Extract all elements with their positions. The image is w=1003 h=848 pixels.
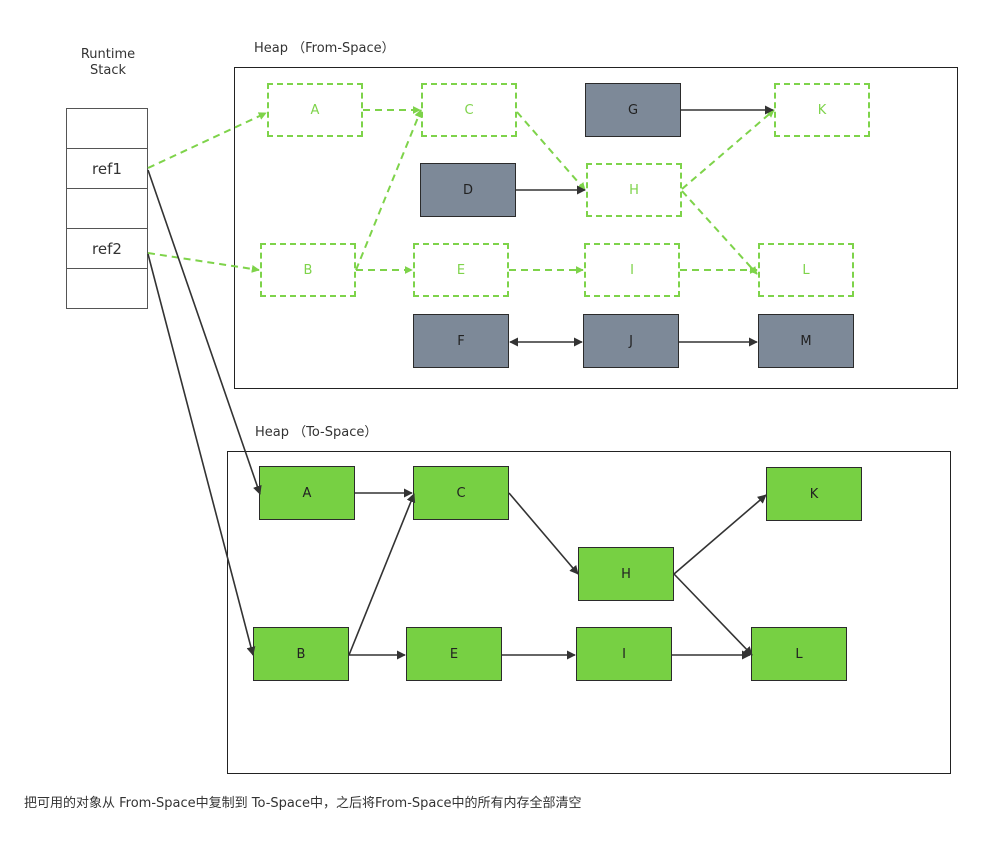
to-node-h: H bbox=[578, 547, 674, 601]
to-node-i: I bbox=[576, 627, 672, 681]
from-node-l: L bbox=[758, 243, 854, 297]
to-node-l: L bbox=[751, 627, 847, 681]
edge-b-c-dashed bbox=[355, 109, 422, 271]
stack-slot bbox=[66, 188, 148, 228]
to-space-title: Heap （To-Space） bbox=[255, 425, 378, 440]
from-node-a: A bbox=[267, 83, 363, 137]
to-space-heap bbox=[227, 451, 951, 774]
stack-slot bbox=[66, 108, 148, 148]
from-node-i: I bbox=[584, 243, 680, 297]
from-node-d: D bbox=[420, 163, 516, 217]
to-node-c: C bbox=[413, 466, 509, 520]
runtime-stack-title: Runtime Stack bbox=[68, 47, 148, 79]
from-node-k: K bbox=[774, 83, 870, 137]
edge-to-h-k bbox=[673, 494, 767, 575]
edge-ref1-a-dashed bbox=[147, 112, 267, 169]
from-node-e: E bbox=[413, 243, 509, 297]
edge-ref1-to-a bbox=[147, 169, 262, 495]
from-node-c: C bbox=[421, 83, 517, 137]
from-node-h: H bbox=[586, 163, 682, 217]
from-space-title: Heap （From-Space） bbox=[254, 41, 395, 56]
edge-to-h-l bbox=[673, 573, 753, 656]
from-node-f: F bbox=[413, 314, 509, 368]
edge-h-l-dashed bbox=[681, 190, 758, 275]
from-node-j: J bbox=[583, 314, 679, 368]
stack-title-line1: Runtime bbox=[80, 47, 136, 62]
stack-slot-ref1: ref1 bbox=[66, 148, 148, 188]
edge-ref2-b-dashed bbox=[147, 252, 260, 273]
caption: 把可用的对象从 From-Space中复制到 To-Space中，之后将From… bbox=[24, 796, 582, 811]
to-node-k: K bbox=[766, 467, 862, 521]
runtime-stack: ref1 ref2 bbox=[66, 108, 148, 309]
to-node-a: A bbox=[259, 466, 355, 520]
edge-ref2-to-b bbox=[147, 253, 256, 656]
from-node-g: G bbox=[585, 83, 681, 137]
from-space-heap bbox=[234, 67, 958, 389]
edge-h-k-dashed bbox=[681, 109, 775, 190]
stack-slot bbox=[66, 268, 148, 309]
to-node-e: E bbox=[406, 627, 502, 681]
edge-c-h-dashed bbox=[516, 111, 586, 191]
from-node-b: B bbox=[260, 243, 356, 297]
to-node-b: B bbox=[253, 627, 349, 681]
stack-title-line2: Stack bbox=[90, 63, 126, 78]
edge-to-c-h bbox=[508, 492, 579, 575]
edge-to-b-c bbox=[348, 493, 416, 656]
from-node-m: M bbox=[758, 314, 854, 368]
stack-slot-ref2: ref2 bbox=[66, 228, 148, 268]
